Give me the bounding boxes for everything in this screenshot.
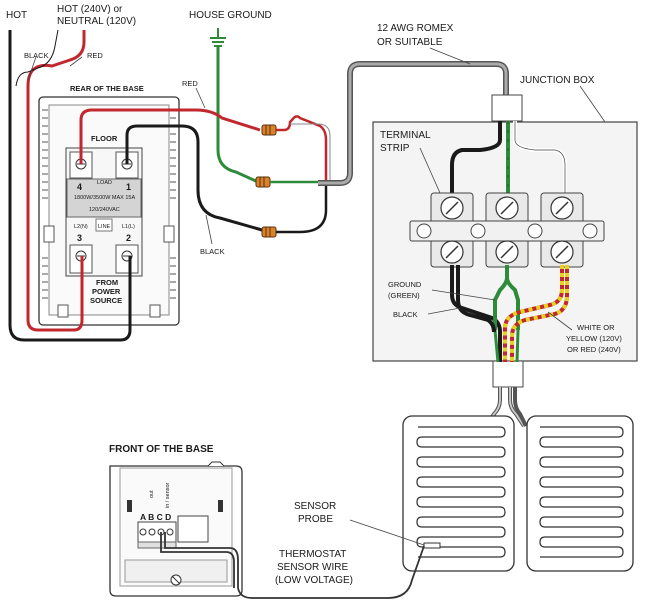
front-base-out: out bbox=[149, 490, 155, 498]
hot-wire-black bbox=[8, 30, 132, 342]
label-hot-neutral: NEUTRAL (120V) bbox=[57, 16, 136, 27]
romex-leader bbox=[429, 47, 471, 65]
label-romex: OR SUITABLE bbox=[377, 37, 443, 48]
relay-rating: 1800W/3500W MAX 15A bbox=[74, 195, 135, 201]
sensor-wire bbox=[164, 532, 425, 599]
relay-terminal-4: 4 bbox=[77, 182, 82, 192]
label-white: WHITE OR bbox=[577, 323, 615, 332]
relay-terminal-2: 2 bbox=[126, 233, 131, 243]
relay-l1l: L1(L) bbox=[122, 224, 135, 230]
label-red-top: RED bbox=[87, 51, 103, 60]
floor-wire-black bbox=[125, 124, 263, 232]
wire-nut bbox=[261, 124, 277, 136]
terminal-screw bbox=[550, 196, 574, 220]
relay-terminal-3: 3 bbox=[77, 233, 82, 243]
cable-clamp-bottom bbox=[492, 360, 524, 388]
relay-voltage: 120/240VAC bbox=[89, 207, 120, 213]
cable-clamp-top bbox=[491, 94, 523, 122]
label-rear-of-base: REAR OF THE BASE bbox=[70, 84, 144, 93]
terminal-strip-leader bbox=[419, 147, 441, 194]
relay-from: SOURCE bbox=[90, 296, 122, 305]
label-sensor-wire: (LOW VOLTAGE) bbox=[275, 575, 353, 586]
sensor-probe-leader bbox=[349, 519, 425, 546]
label-white: YELLOW (120V) bbox=[566, 334, 622, 343]
label-romex: 12 AWG ROMEX bbox=[377, 23, 454, 34]
label-sensor-wire: SENSOR WIRE bbox=[277, 562, 348, 573]
sensor-probe bbox=[423, 542, 441, 549]
label-black-top: BLACK bbox=[24, 51, 49, 60]
label-house-ground: HOUSE GROUND bbox=[189, 10, 272, 21]
label-black-box: BLACK bbox=[393, 310, 418, 319]
ground-wire bbox=[216, 46, 259, 184]
heating-mat-left bbox=[402, 415, 515, 572]
relay-line: LINE bbox=[98, 224, 111, 230]
terminal-screw bbox=[440, 240, 464, 264]
label-front-of-base: FRONT OF THE BASE bbox=[109, 444, 214, 455]
label-white: OR RED (240V) bbox=[567, 345, 621, 354]
label-terminal-strip: STRIP bbox=[380, 143, 410, 154]
label-red-mid: RED bbox=[182, 79, 198, 88]
label-hot-neutral: HOT (240V) or bbox=[57, 4, 123, 15]
terminal-screw bbox=[550, 240, 574, 264]
label-hot: HOT bbox=[6, 10, 27, 21]
label-sensor-probe: SENSOR bbox=[294, 501, 336, 512]
relay-l2n: L2(N) bbox=[74, 224, 88, 230]
label-ground: (GREEN) bbox=[388, 291, 420, 300]
terminal-strip bbox=[409, 192, 605, 268]
label-black-mid: BLACK bbox=[200, 247, 225, 256]
label-junction-box: JUNCTION BOX bbox=[520, 75, 595, 86]
label-floor: FLOOR bbox=[91, 134, 118, 143]
label-ground: GROUND bbox=[388, 280, 422, 289]
relay-from: POWER bbox=[92, 287, 121, 296]
wire-nut bbox=[255, 176, 271, 188]
white-leader bbox=[547, 311, 573, 331]
front-base-abcd: A B C D bbox=[140, 512, 171, 522]
relay-terminal-1: 1 bbox=[126, 182, 131, 192]
junction-box-leader bbox=[579, 85, 606, 123]
heating-mat-right bbox=[526, 415, 634, 572]
rear-base bbox=[38, 96, 180, 326]
terminal-screw bbox=[440, 196, 464, 220]
front-base-in-sensor: in / sensor bbox=[165, 482, 171, 508]
terminal-screw bbox=[495, 196, 519, 220]
label-terminal-strip: TERMINAL bbox=[380, 130, 431, 141]
label-sensor-probe: PROBE bbox=[298, 514, 333, 525]
relay-from: FROM bbox=[96, 278, 118, 287]
black-leader bbox=[427, 307, 461, 315]
front-base bbox=[109, 461, 243, 597]
floor-wire-red bbox=[79, 108, 261, 164]
wire-nut bbox=[261, 226, 277, 238]
house-ground-symbol bbox=[210, 28, 226, 47]
ground-leader bbox=[431, 289, 496, 301]
label-sensor-wire: THERMOSTAT bbox=[279, 549, 346, 560]
relay-load: LOAD bbox=[97, 180, 112, 186]
terminal-screw bbox=[495, 240, 519, 264]
